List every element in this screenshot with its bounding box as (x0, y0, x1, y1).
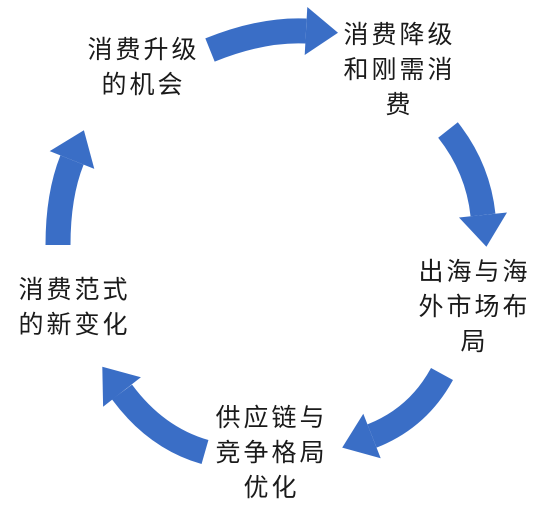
cycle-arrow-2-head (459, 212, 507, 247)
node-label-line: 出海与海 (418, 257, 531, 286)
node-consumption-paradigm-change: 消费范式 的新变化 (7, 272, 139, 342)
cycle-arrow-3-shaft (367, 367, 453, 448)
node-supply-chain-competition-optimization: 供应链与 竞争格局 优化 (204, 400, 336, 505)
node-consumption-upgrade-opportunity: 消费升级 的机会 (76, 32, 208, 102)
node-label-line: 费 (385, 90, 414, 119)
cycle-arrow-2-shaft (438, 122, 496, 217)
node-label-line: 消费升级 (87, 35, 200, 64)
cycle-arrow-5-shaft (45, 155, 84, 246)
cycle-arrow-3-head (342, 413, 381, 459)
node-label-line: 的机会 (101, 70, 186, 99)
node-label-line: 的新变化 (18, 310, 131, 339)
cycle-arrow-1-shaft (205, 18, 307, 62)
node-label-line: 局 (460, 327, 489, 356)
node-label-line: 和刚需消 (343, 55, 456, 84)
cycle-arrow-4 (102, 366, 209, 465)
cycle-arrow-3 (342, 367, 453, 459)
node-label-line: 供应链与 (215, 403, 328, 432)
cycle-arrow-1 (205, 7, 338, 62)
node-label-line: 消费降级 (343, 20, 456, 49)
cycle-arrow-1-head (304, 7, 338, 55)
cycle-arrow-5 (45, 130, 95, 246)
node-label-line: 优化 (243, 473, 300, 502)
node-label-line: 竞争格局 (215, 438, 328, 467)
node-consumption-downgrade-essential-spending: 消费降级 和刚需消 费 (332, 17, 464, 122)
cycle-arrow-4-head (102, 366, 141, 407)
node-label-line: 外市场布 (418, 292, 531, 321)
cycle-arrow-2 (438, 122, 507, 247)
node-overseas-market-layout: 出海与海 外市场布 局 (407, 254, 539, 359)
cycle-arrow-4-shaft (111, 384, 209, 465)
node-label-line: 消费范式 (18, 275, 131, 304)
cycle-arrow-5-head (49, 130, 95, 169)
